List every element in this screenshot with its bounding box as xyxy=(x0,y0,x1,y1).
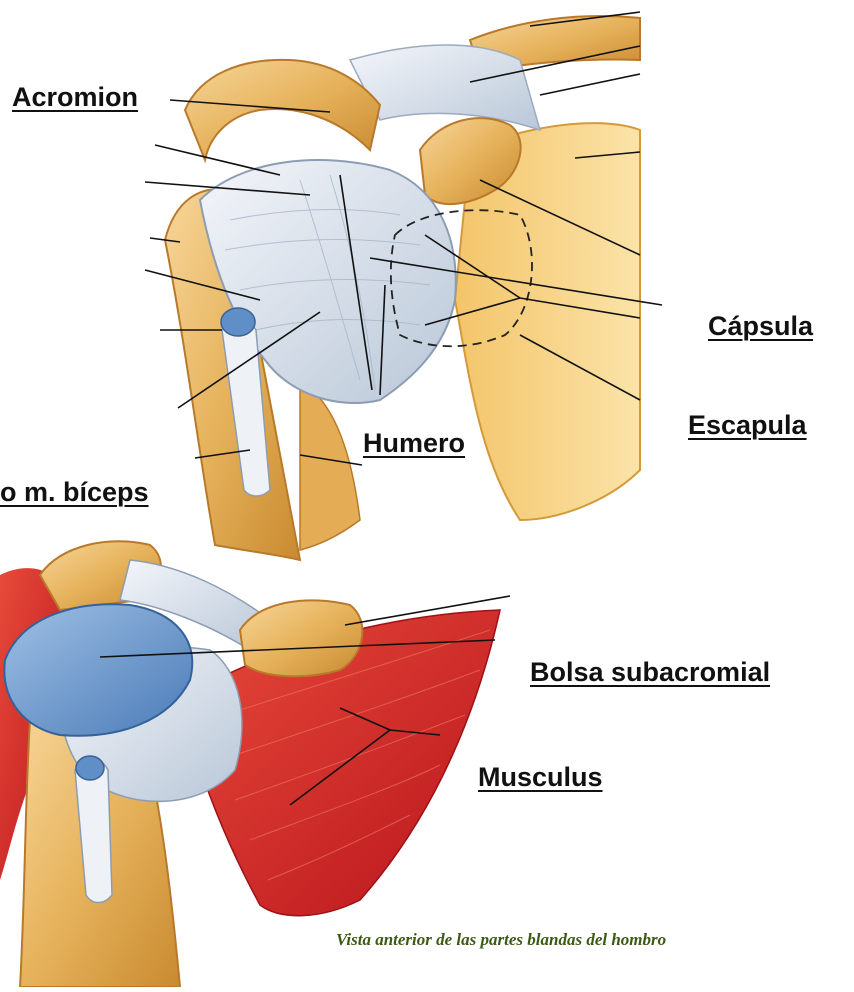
label-humero: Humero xyxy=(363,430,465,457)
bottom-shoulder-figure xyxy=(0,541,500,987)
coracoclavicular-ligament xyxy=(350,45,540,130)
label-bolsa-subacromial: Bolsa subacromial xyxy=(530,659,770,686)
label-biceps: o m. bíceps xyxy=(0,479,149,506)
coracoid-lower xyxy=(240,600,362,676)
acromion-bone xyxy=(185,60,380,160)
label-musculus: Musculus xyxy=(478,764,603,791)
label-acromion: Acromion xyxy=(12,84,138,111)
label-escapula: Escapula xyxy=(688,412,807,439)
label-capsula: Cápsula xyxy=(708,313,813,340)
biceps-tendon-lower-head xyxy=(76,756,104,780)
humerus-shaft-right xyxy=(300,380,360,550)
top-shoulder-figure xyxy=(165,16,640,560)
biceps-tendon-head xyxy=(221,308,255,336)
figure-caption: Vista anterior de las partes blandas del… xyxy=(336,930,666,950)
